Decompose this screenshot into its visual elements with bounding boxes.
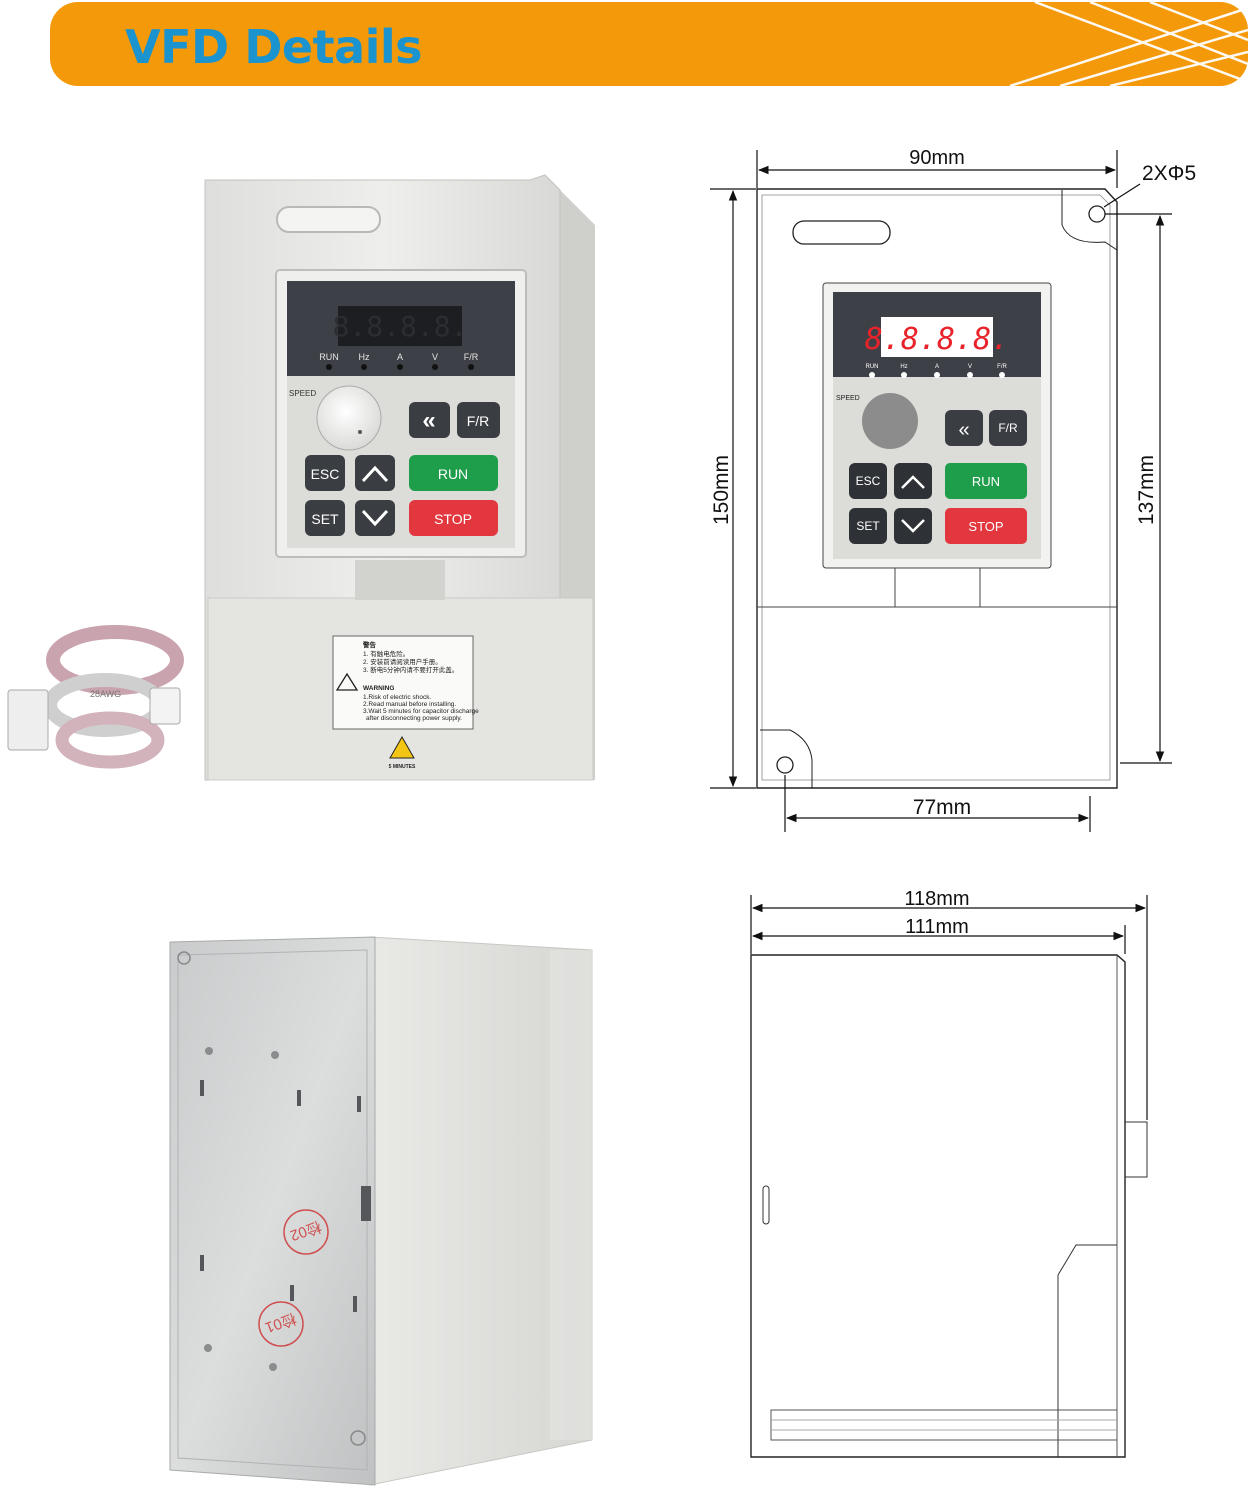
drawing-indicator-v: V — [968, 364, 972, 370]
warning-en-line-2: 2.Read manual before installing. — [363, 701, 456, 708]
drawing-indicator-a: A — [935, 364, 939, 370]
drawing-back-button: « — [958, 419, 969, 441]
vfd-front-photo: 8.8.8.8. RUN Hz A V F/R SPEED « F/R ESC … — [204, 174, 595, 781]
front-indicator-a: A — [397, 352, 403, 362]
drawing-speed-knob — [862, 393, 918, 449]
side-dimension-drawing: 118mm 111mm — [750, 888, 1148, 1458]
warning-en-line-4: after disconnecting power supply. — [366, 715, 462, 722]
front-indicator-v: V — [432, 352, 438, 362]
dim-hole-pitch-77: 77mm — [913, 796, 971, 819]
drawing-esc-button: ESC — [856, 474, 881, 488]
ribbon-cable-text: 28AWG — [90, 689, 121, 699]
front-display-text: 8.8.8.8. — [333, 310, 468, 343]
front-esc-button: ESC — [311, 466, 340, 482]
front-speed-label: SPEED — [289, 389, 316, 398]
warning-en-line-1: 1.Risk of electric shock. — [363, 694, 431, 701]
front-indicator-fr: F/R — [464, 352, 479, 362]
warning-triangle-icon — [335, 672, 359, 691]
front-down-arrow-icon — [361, 509, 389, 527]
dim-hole-pitch-137: 137mm — [1135, 455, 1158, 525]
front-indicator-hz: Hz — [359, 352, 370, 362]
warning-cn-line-1: 1. 有触电危险。 — [363, 649, 409, 658]
drawing-indicator-hz: Hz — [900, 364, 907, 370]
drawing-up-arrow-icon — [901, 475, 925, 489]
page-title: VFD Details — [125, 20, 423, 74]
high-voltage-icon — [389, 735, 415, 759]
front-set-button: SET — [311, 511, 339, 527]
front-indicator-run: RUN — [319, 352, 339, 362]
front-stop-button: STOP — [434, 511, 472, 527]
dim-height-150: 150mm — [710, 455, 733, 525]
drawing-indicator-run: RUN — [866, 364, 879, 370]
hazard-caption: 5 MINUTES — [389, 764, 416, 770]
warning-cn-line-3: 3. 断电5分钟内请不要打开此盖。 — [363, 665, 458, 674]
front-fr-button: F/R — [467, 413, 490, 429]
warning-en-line-3: 3.Wait 5 minutes for capacitor discharge — [363, 708, 479, 715]
front-back-button: « — [422, 407, 435, 434]
vfd-rear-photo: 检02 检01 — [169, 936, 593, 1486]
front-speed-knob — [316, 385, 382, 451]
warning-cn-title: 警告 — [363, 640, 377, 649]
dim-depth-111: 111mm — [905, 916, 969, 938]
drawing-set-button: SET — [856, 519, 880, 533]
front-dimension-drawing: 8.8.8.8. RUN Hz A V F/R SPEED « F/R ESC … — [710, 147, 1196, 832]
ribbon-cable: 28AWG — [7, 625, 184, 769]
drawing-display-text: 8.8.8.8. — [865, 322, 1010, 357]
dim-depth-118: 118mm — [904, 888, 969, 910]
warning-en-title: WARNING — [363, 685, 394, 692]
drawing-fr-button: F/R — [998, 421, 1018, 435]
header-banner — [50, 2, 1248, 86]
drawing-stop-button: STOP — [968, 519, 1003, 534]
drawing-indicator-fr: F/R — [997, 364, 1007, 370]
dim-holes: 2XΦ5 — [1142, 162, 1196, 185]
drawing-run-button: RUN — [972, 474, 1000, 489]
drawing-speed-label: SPEED — [836, 395, 860, 402]
front-up-arrow-icon — [361, 465, 389, 483]
drawing-down-arrow-icon — [901, 519, 925, 533]
front-run-button: RUN — [438, 466, 468, 482]
dim-width-90: 90mm — [909, 147, 965, 169]
warning-cn-line-2: 2. 安装前请阅读用户手册。 — [363, 657, 442, 666]
